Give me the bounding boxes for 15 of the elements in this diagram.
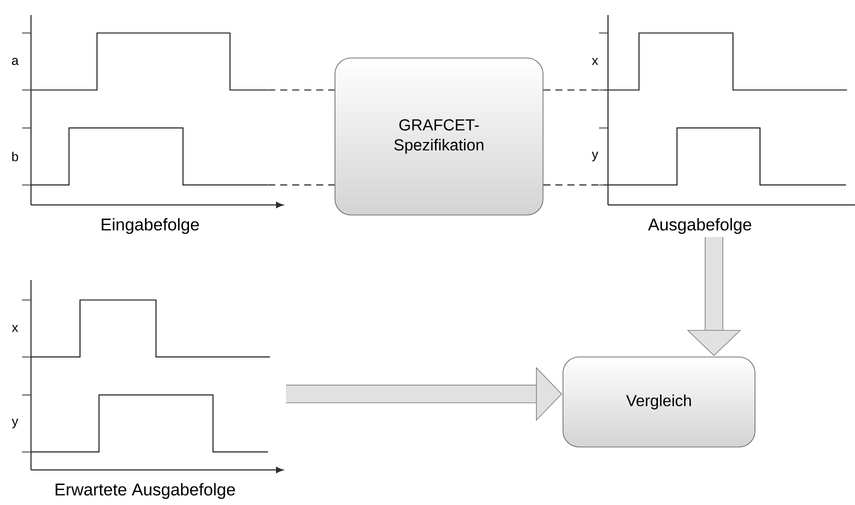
chart-caption: Eingabefolge bbox=[102, 218, 199, 234]
signal-label: b bbox=[12, 152, 18, 162]
connector-line bbox=[543, 184, 608, 186]
connector-line bbox=[268, 184, 335, 186]
signal-label: a bbox=[12, 58, 19, 66]
chart-caption: Ausgabefolge bbox=[648, 218, 752, 234]
connector-line bbox=[543, 89, 608, 91]
process-box: Vergleich bbox=[562, 356, 756, 448]
chart-caption: Erwartete Ausgabefolge bbox=[56, 483, 235, 499]
signal-label: x bbox=[592, 58, 598, 65]
signal-label: y bbox=[12, 418, 18, 428]
process-box: GRAFCET- Spezifikation bbox=[334, 58, 544, 216]
signal-label: x bbox=[12, 325, 18, 332]
signal-label: y bbox=[592, 152, 598, 162]
connector-line bbox=[268, 89, 335, 91]
